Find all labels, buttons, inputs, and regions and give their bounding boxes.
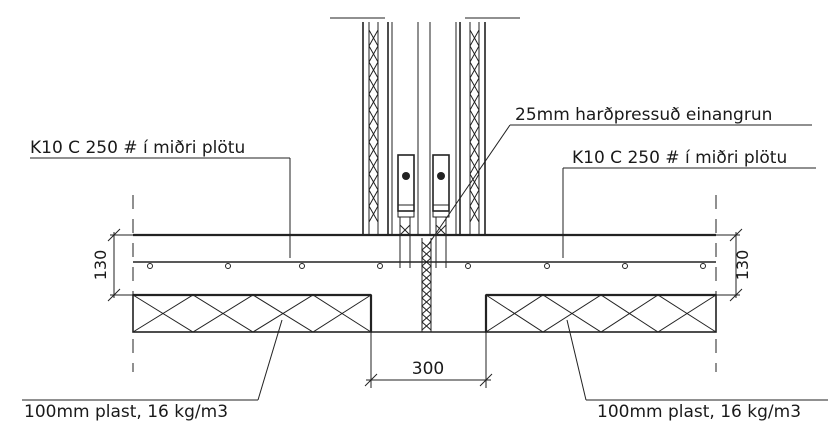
wall-section bbox=[330, 17, 520, 268]
label-rebar-right: K10 C 250 # í miðri plötu bbox=[562, 148, 816, 258]
dimension-slab-right: 130 bbox=[716, 228, 752, 302]
label-plastic-left: 100mm plast, 16 kg/m3 bbox=[22, 319, 283, 422]
bracket-left bbox=[397, 154, 415, 268]
insulation-strip bbox=[421, 238, 432, 332]
concrete-slab bbox=[133, 233, 716, 333]
dimension-gap: 300 bbox=[364, 332, 493, 388]
dimension-slab-left: 130 bbox=[91, 228, 133, 302]
dimension-slab-left-text: 130 bbox=[91, 250, 110, 281]
label-rebar-right-text: K10 C 250 # í miðri plötu bbox=[572, 148, 787, 168]
label-plastic-right: 100mm plast, 16 kg/m3 bbox=[566, 319, 828, 422]
dimension-gap-text: 300 bbox=[412, 359, 444, 379]
label-plastic-right-text: 100mm plast, 16 kg/m3 bbox=[597, 402, 801, 422]
right-wall-element bbox=[455, 22, 486, 236]
plastic-block-left bbox=[132, 294, 372, 333]
label-rebar-left-text: K10 C 250 # í miðri plötu bbox=[30, 138, 245, 158]
left-wall-element bbox=[362, 22, 393, 236]
plastic-block-right bbox=[485, 294, 717, 333]
label-rebar-left: K10 C 250 # í miðri plötu bbox=[30, 138, 291, 258]
bracket-right bbox=[432, 154, 450, 268]
dimension-slab-right-text: 130 bbox=[733, 250, 752, 281]
label-insulation-strip-text: 25mm harðpressuð einangrun bbox=[515, 105, 772, 125]
label-insulation-strip: 25mm harðpressuð einangrun bbox=[427, 105, 812, 246]
label-plastic-left-text: 100mm plast, 16 kg/m3 bbox=[24, 402, 228, 422]
rebar-dots bbox=[147, 263, 706, 269]
